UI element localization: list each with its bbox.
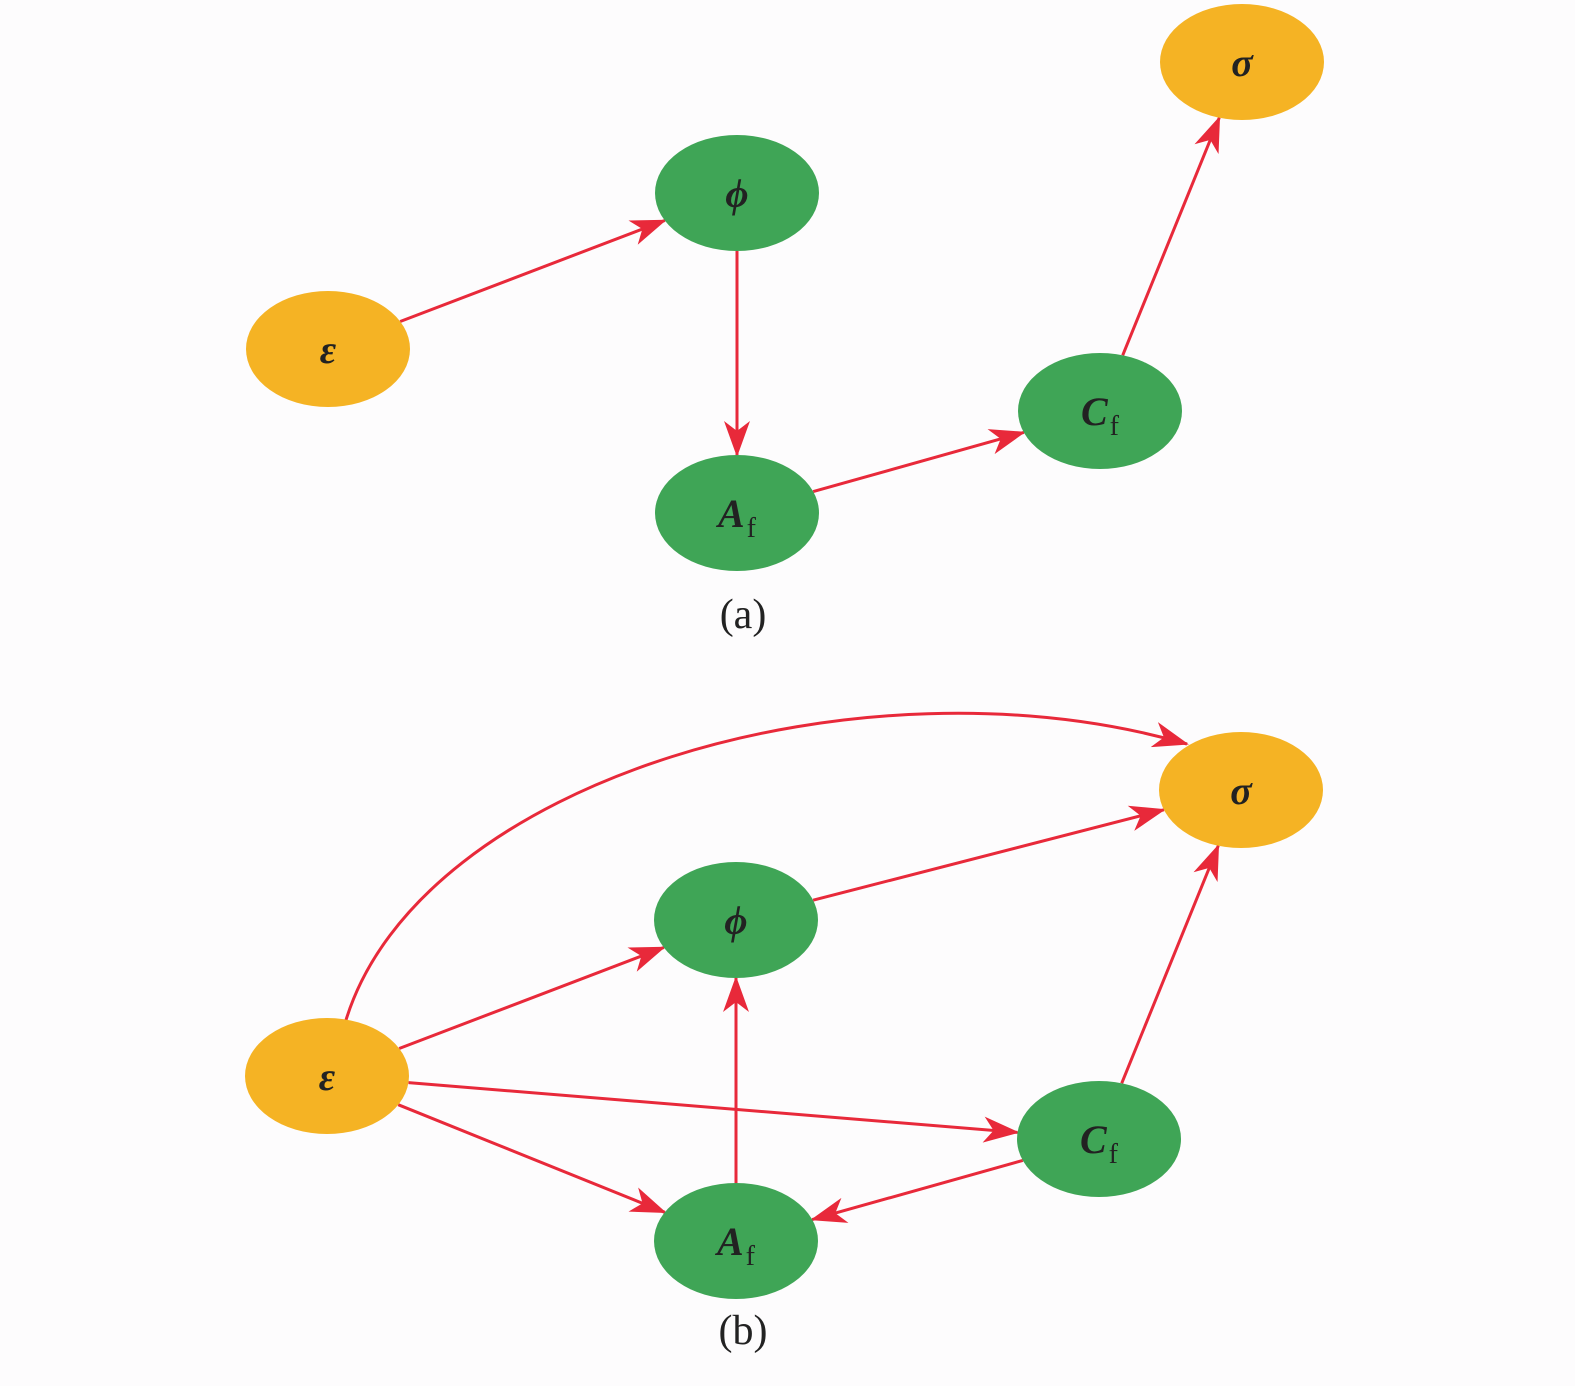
panel-a-caption: (a) — [720, 592, 767, 638]
node-b-cf-symbol: C — [1080, 1117, 1108, 1162]
node-b-epsilon-shape — [245, 1018, 409, 1134]
node-a-af-symbol: A — [715, 491, 745, 536]
node-b-epsilon-label: ε — [319, 1054, 336, 1099]
node-a-sigma: σ — [1160, 4, 1324, 120]
node-a-epsilon: ε — [246, 291, 410, 407]
node-a-phi-symbol: ϕ — [725, 171, 748, 216]
node-b-af: Af — [654, 1183, 818, 1299]
edge-a-af-to-cf — [812, 429, 1026, 494]
node-a-af-label: Af — [715, 491, 757, 544]
node-b-phi-symbol: ϕ — [724, 898, 747, 943]
node-b-phi-label: ϕ — [724, 898, 747, 943]
node-b-sigma: σ — [1159, 732, 1323, 848]
node-a-sigma-symbol: σ — [1231, 40, 1254, 85]
node-b-af-shape — [654, 1183, 818, 1299]
node-b-cf-label: Cf — [1080, 1117, 1119, 1170]
edges-layer — [344, 115, 1221, 1223]
node-b-af-label: Af — [714, 1219, 756, 1272]
node-a-cf-symbol: C — [1081, 389, 1109, 434]
node-b-af-subscript: f — [746, 1241, 756, 1272]
node-b-sigma-shape — [1159, 732, 1323, 848]
node-a-sigma-label: σ — [1231, 40, 1254, 85]
edge-b-epsilon-to-phi — [398, 946, 666, 1050]
node-b-epsilon: ε — [245, 1018, 409, 1134]
panel-b-caption: (b) — [719, 1308, 768, 1354]
node-a-af: Af — [655, 455, 819, 571]
node-b-af-symbol: A — [714, 1219, 744, 1264]
edge-b-phi-to-sigma — [812, 805, 1166, 902]
captions-layer: (a) (b) — [719, 592, 768, 1354]
node-a-sigma-shape — [1160, 4, 1324, 120]
node-a-epsilon-label: ε — [320, 327, 337, 372]
node-a-phi-label: ϕ — [725, 171, 748, 216]
node-a-af-shape — [655, 455, 819, 571]
node-a-phi: ϕ — [655, 135, 819, 251]
node-a-cf-label: Cf — [1081, 389, 1120, 442]
edge-a-cf-to-sigma — [1121, 115, 1221, 356]
node-b-cf: Cf — [1017, 1081, 1181, 1197]
node-b-cf-shape — [1017, 1081, 1181, 1197]
node-b-cf-subscript: f — [1109, 1139, 1119, 1170]
node-b-sigma-label: σ — [1230, 768, 1253, 813]
node-a-af-subscript: f — [747, 513, 757, 544]
node-a-phi-shape — [655, 135, 819, 251]
edge-b-epsilon-to-sigma — [344, 711, 1189, 1021]
node-b-phi: ϕ — [654, 862, 818, 978]
edge-b-cf-to-af — [810, 1158, 1024, 1223]
edge-b-cf-to-sigma — [1120, 843, 1220, 1084]
edge-a-epsilon-to-phi — [399, 219, 667, 323]
node-a-epsilon-shape — [246, 291, 410, 407]
node-b-sigma-symbol: σ — [1230, 768, 1253, 813]
node-a-cf: Cf — [1018, 353, 1182, 469]
node-a-cf-shape — [1018, 353, 1182, 469]
node-a-epsilon-symbol: ε — [320, 327, 337, 372]
edge-b-epsilon-to-cf — [408, 1081, 1020, 1143]
node-b-phi-shape — [654, 862, 818, 978]
node-b-epsilon-symbol: ε — [319, 1054, 336, 1099]
node-a-cf-subscript: f — [1110, 411, 1120, 442]
edge-b-epsilon-to-af — [397, 1103, 667, 1214]
